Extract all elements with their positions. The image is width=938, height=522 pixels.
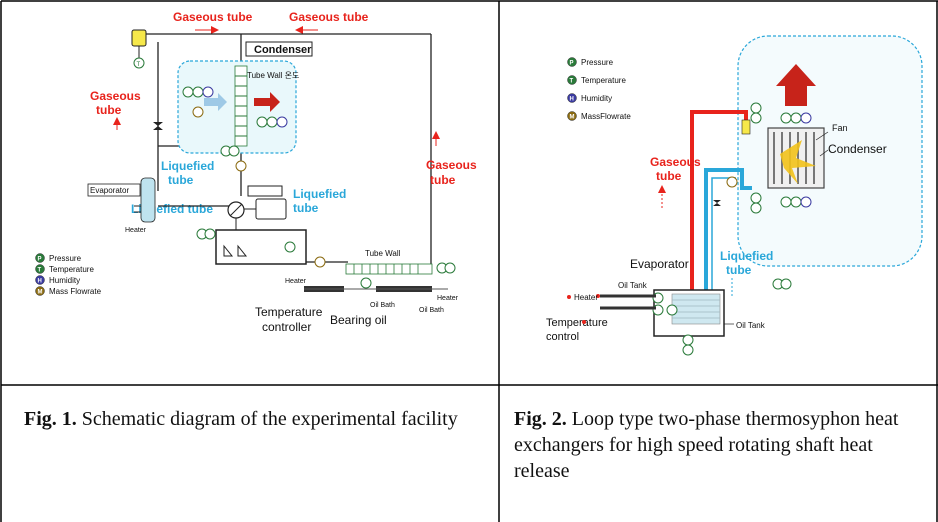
label-condenser: Condenser bbox=[254, 44, 312, 56]
legend-symbol-pressure bbox=[567, 57, 577, 67]
legend-symbol-massflowrate bbox=[567, 111, 577, 121]
legend-symbol-letter: P bbox=[570, 61, 574, 67]
label-oil-tank-fig2-2: Oil Tank bbox=[736, 321, 766, 330]
label-gaseous-fig2-1: Gaseous bbox=[650, 155, 701, 169]
label-liquefied-right-1: Liquefied bbox=[293, 187, 346, 201]
label-gaseous-left-2: tube bbox=[96, 103, 122, 117]
label-fan: Fan bbox=[832, 123, 848, 133]
legend-symbol-pressure bbox=[35, 253, 45, 263]
legend-label: Temperature bbox=[49, 265, 94, 274]
legend-symbol-mass-flowrate bbox=[35, 286, 45, 296]
label-liquefied-fig2-1: Liquefied bbox=[720, 249, 773, 263]
fig1-caption: Fig. 1. Schematic diagram of the experim… bbox=[24, 406, 484, 432]
legend-symbol-letter: P bbox=[38, 257, 42, 263]
legend-symbol-letter: H bbox=[570, 97, 574, 103]
legend-label: Temperature bbox=[581, 76, 626, 85]
label-heater-fig2: Heater bbox=[574, 293, 598, 302]
legend-symbol-temperature bbox=[567, 75, 577, 85]
label-tube-wall-kr: Tube Wall 온도 bbox=[247, 71, 299, 80]
label-evaporator-fig2: Evaporator bbox=[630, 257, 689, 271]
label-gaseous-right-2: tube bbox=[430, 173, 456, 187]
legend-label: Humidity bbox=[49, 276, 80, 285]
label-heater-right: Heater bbox=[437, 295, 459, 302]
legend-symbol-humidity bbox=[35, 275, 45, 285]
sensor-pth-right bbox=[256, 116, 288, 128]
label-gaseous-fig2-2: tube bbox=[656, 169, 682, 183]
legend-label: Pressure bbox=[49, 254, 82, 263]
label-heater-mid: Heater bbox=[285, 278, 307, 285]
label-condenser-fig2: Condenser bbox=[828, 142, 887, 156]
label-gaseous-top-left: Gaseous tube bbox=[173, 10, 253, 24]
label-oil-bath-2: Oil Bath bbox=[419, 307, 444, 314]
legend-symbol-letter: T bbox=[38, 268, 42, 274]
legend-symbol-letter: T bbox=[570, 79, 574, 85]
fig2-caption-label: Fig. 2. bbox=[514, 408, 567, 430]
label-temperature-control-1: Temperature bbox=[546, 317, 608, 329]
legend-label: Pressure bbox=[581, 58, 614, 67]
label-heater-left: Heater bbox=[125, 227, 147, 234]
legend-label: Humidity bbox=[581, 94, 612, 103]
legend-label: Mass Flowrate bbox=[49, 287, 102, 296]
label-oil-tank-fig2-1: Oil Tank bbox=[618, 281, 648, 290]
label-gaseous-left-1: Gaseous bbox=[90, 89, 141, 103]
label-liquefied-right-2: tube bbox=[293, 201, 319, 215]
fig2-caption: Fig. 2. Loop type two-phase thermosyphon… bbox=[514, 406, 924, 484]
condenser-tube-stack bbox=[234, 65, 248, 147]
label-gaseous-right-1: Gaseous bbox=[426, 158, 477, 172]
fig1-caption-label: Fig. 1. bbox=[24, 408, 77, 430]
fig1-caption-text: Schematic diagram of the experimental fa… bbox=[81, 408, 458, 430]
label-liquefied-fig2-2: tube bbox=[726, 263, 752, 277]
legend-symbol-humidity bbox=[567, 93, 577, 103]
legend-symbol-letter: M bbox=[570, 115, 575, 121]
legend-symbol-temperature bbox=[35, 264, 45, 274]
sensor-pth-left bbox=[182, 86, 214, 98]
label-gaseous-top-right: Gaseous tube bbox=[289, 10, 369, 24]
label-tube-wall: Tube Wall bbox=[365, 249, 401, 258]
label-liquefied-mid-2: tube bbox=[168, 173, 194, 187]
label-temperature-control-2: control bbox=[546, 331, 579, 343]
legend-label: MassFlowrate bbox=[581, 112, 631, 121]
label-evaporator: Evaporator bbox=[90, 186, 129, 195]
legend-symbol-letter: M bbox=[38, 290, 43, 296]
sensor-m-condenser bbox=[192, 106, 204, 118]
fig1-diagram: Gaseous tube Gaseous tube T Condenser Tu… bbox=[35, 10, 477, 334]
label-temperature-controller-2: controller bbox=[262, 320, 311, 334]
sensor-t: T bbox=[137, 62, 141, 68]
legend-symbol-letter: H bbox=[38, 279, 42, 285]
label-bearing-oil: Bearing oil bbox=[330, 313, 387, 327]
fig2-caption-text: Loop type two-phase thermosyphon heat ex… bbox=[514, 408, 899, 482]
label-oil-bath-1: Oil Bath bbox=[370, 302, 395, 309]
label-temperature-controller-1: Temperature bbox=[255, 305, 323, 319]
label-liquefied-mid-1: Liquefied bbox=[161, 159, 214, 173]
